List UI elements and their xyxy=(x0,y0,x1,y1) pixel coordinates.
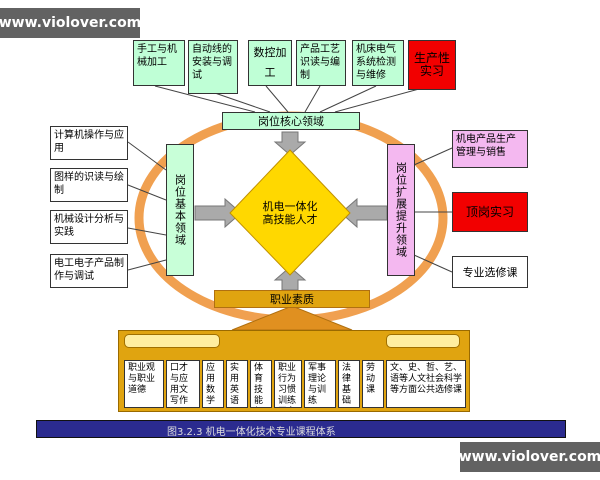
panel-item-ethics: 职业观与职业道德 xyxy=(124,360,164,408)
panel-item-writing: 口才与应用文写作 xyxy=(166,360,200,408)
left-box-computer: 计算机操作与应用 xyxy=(50,126,128,160)
right-box-production-management: 机电产品生产管理与销售 xyxy=(452,130,528,168)
top-box-automation-line: 自动线的安装与调试 xyxy=(188,40,238,94)
left-box-drawing: 图样的识读与绘制 xyxy=(50,168,128,202)
center-diamond-label: 机电一体化高技能人才 xyxy=(262,200,318,226)
arrow-bottom xyxy=(273,266,307,291)
arrow-top xyxy=(273,131,307,156)
core-right-bar: 岗位扩展提升领域 xyxy=(387,144,415,276)
top-box-process-reading: 产品工艺识读与编制 xyxy=(296,40,346,86)
core-top-bar: 岗位核心领域 xyxy=(222,112,360,130)
top-box-cnc: 数控加工 xyxy=(248,40,292,86)
watermark-top: www.violover.com xyxy=(0,8,141,38)
top-box-production-internship: 生产性实习 xyxy=(408,40,456,90)
arrow-left xyxy=(194,197,242,229)
top-connector-lines xyxy=(154,85,431,113)
right-box-job-internship: 顶岗实习 xyxy=(452,192,528,232)
left-connector-lines xyxy=(127,141,167,271)
top-box-machine-electrical: 机床电气系统检测与维修 xyxy=(352,40,404,86)
panel-item-english: 实用英语 xyxy=(226,360,248,408)
panel-item-law: 法律基础 xyxy=(338,360,360,408)
panel-item-pe: 体育技能与体育训练 xyxy=(250,360,272,408)
watermark-bottom: www.violover.com xyxy=(459,442,600,472)
center-diamond xyxy=(229,149,351,276)
caption-text: 图3.2.3 机电一体化技术专业课程体系 xyxy=(167,427,336,438)
panel-item-military: 军事理论与训练 xyxy=(304,360,336,408)
panel-item-labor: 劳动课 xyxy=(362,360,384,408)
core-left-bar: 岗位基本领域 xyxy=(166,144,194,276)
core-bottom-bar: 职业素质 xyxy=(214,290,370,308)
panel-header-right xyxy=(386,334,460,348)
panel-header-left xyxy=(124,334,220,348)
caption-bar: 图3.2.3 机电一体化技术专业课程体系 xyxy=(36,420,566,438)
arrow-right xyxy=(340,197,388,229)
top-box-manual-machining: 手工与机械加工 xyxy=(133,40,185,86)
panel-item-math: 应用数学 xyxy=(202,360,224,408)
panel-item-behavior: 职业行为习惯训练平台 xyxy=(274,360,302,408)
panel-item-humanities: 文、史、哲、艺、语等人文社会科学等方面公共选修课 xyxy=(386,360,466,408)
right-box-electives: 专业选修课 xyxy=(452,256,528,288)
right-connector-lines xyxy=(413,147,453,273)
left-box-mechanical-design: 机械设计分析与实践 xyxy=(50,210,128,244)
left-box-electronics: 电工电子产品制作与调试 xyxy=(50,254,128,288)
